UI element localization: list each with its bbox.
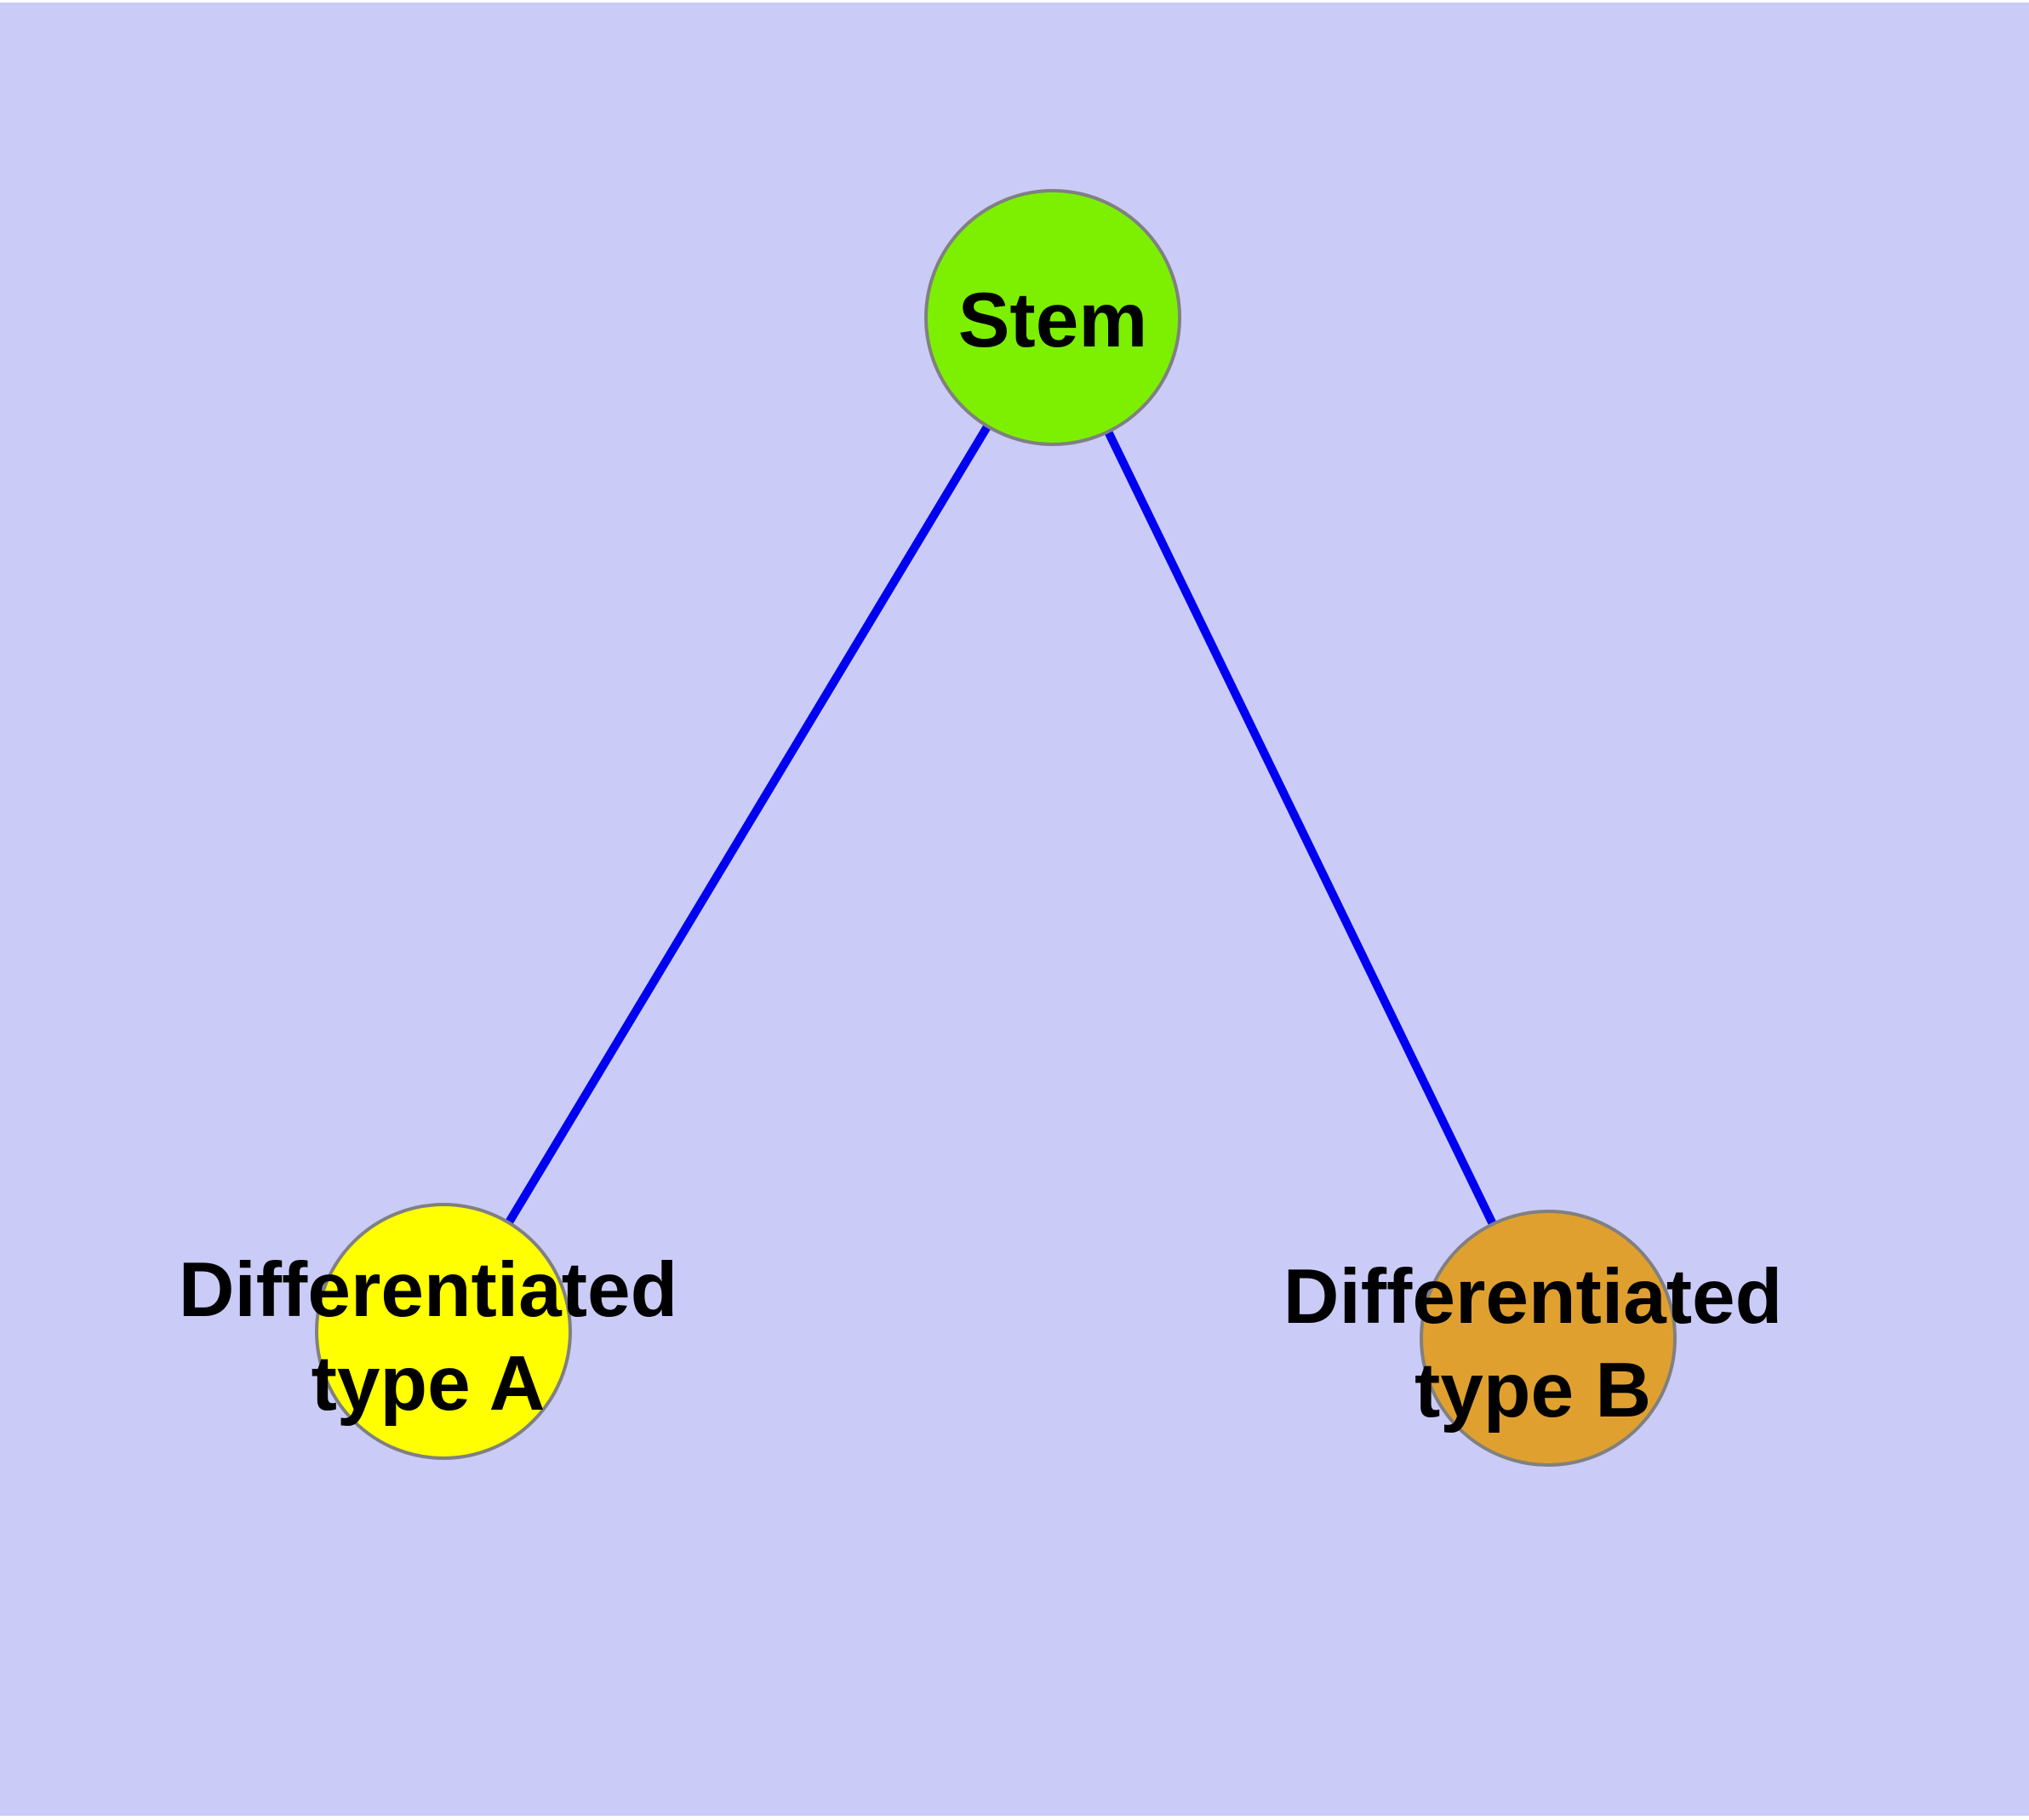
node-type-b-label-line2: type B: [1415, 1348, 1651, 1434]
edge-layer: [439, 315, 1552, 1341]
label-layer: Stem Differentiated type A Differentiate…: [179, 278, 1783, 1434]
node-type-b-label-line1: Differentiated: [1283, 1254, 1783, 1340]
node-type-a-label-line2: type A: [311, 1341, 546, 1427]
edge-stem-to-type-a: [439, 315, 1057, 1334]
node-differentiated-type-b: [1420, 1210, 1677, 1467]
node-stem-label: Stem: [958, 278, 1148, 363]
node-stem: [924, 189, 1181, 446]
node-layer: [315, 189, 1677, 1467]
node-differentiated-type-a: [315, 1203, 572, 1460]
node-type-a-label-line1: Differentiated: [179, 1247, 678, 1333]
edge-stem-to-type-b: [1049, 315, 1552, 1341]
